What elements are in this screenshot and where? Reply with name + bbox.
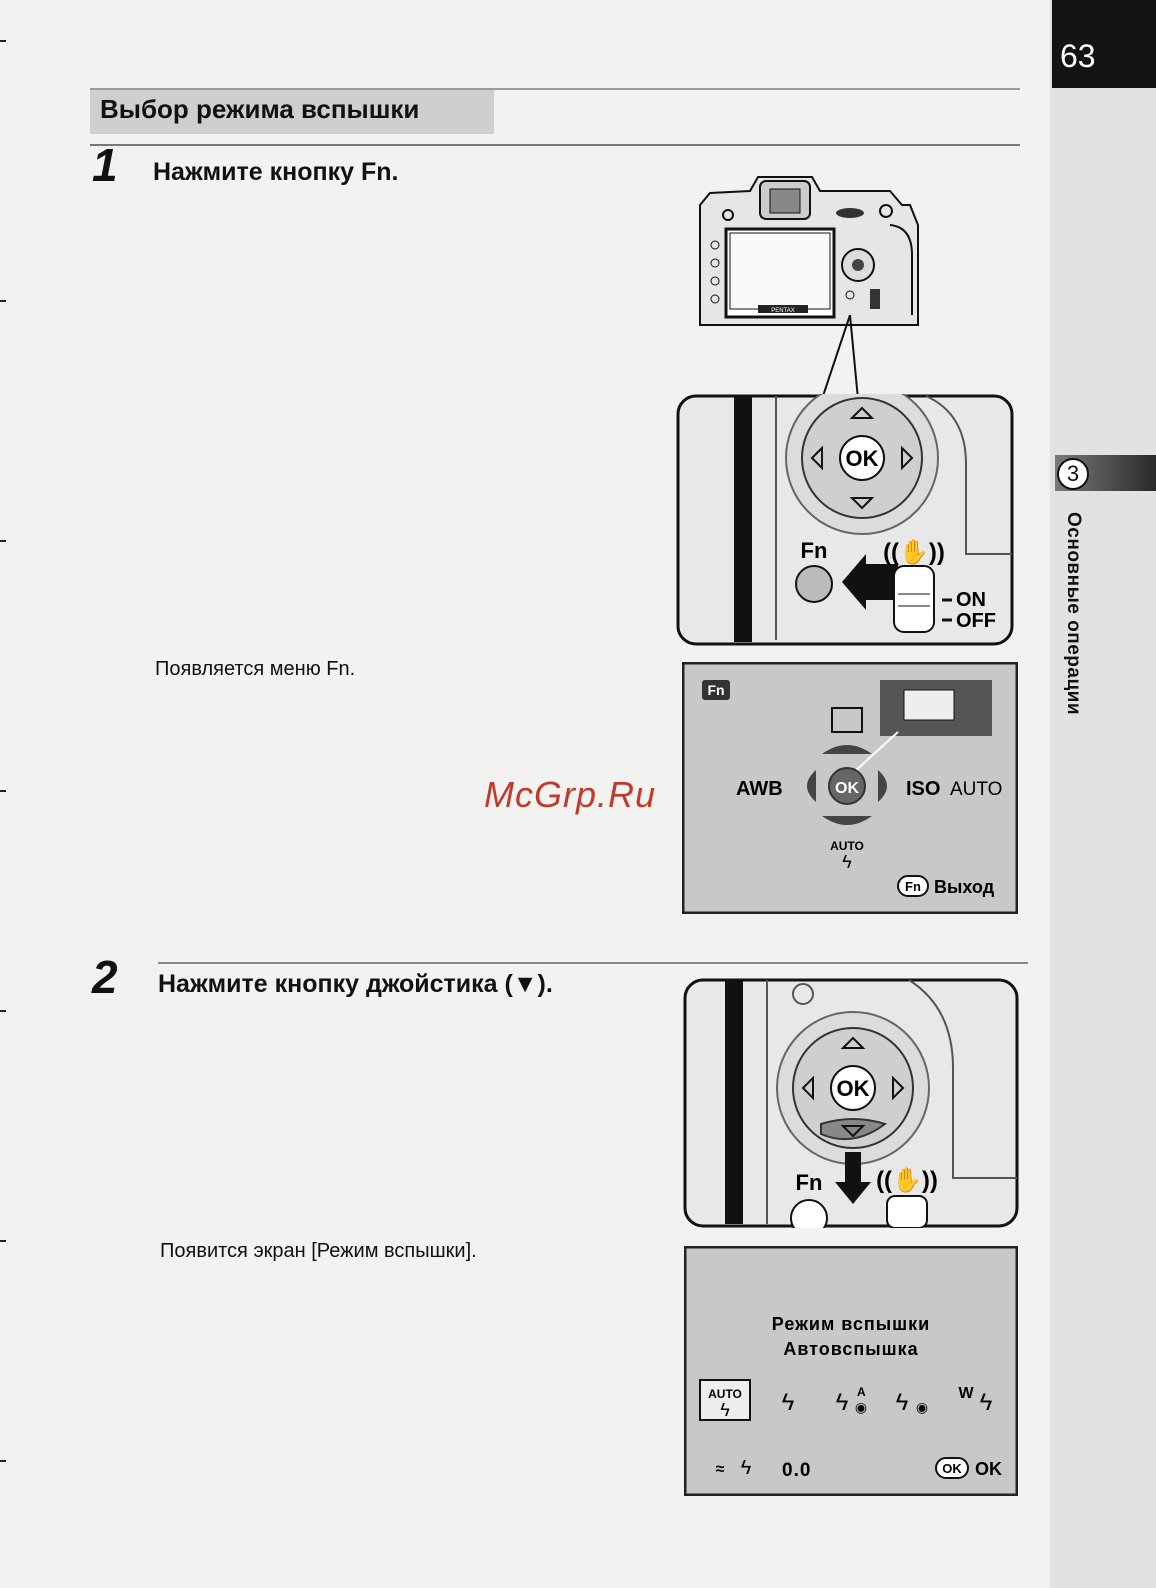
chapter-number: 3 (1057, 458, 1089, 490)
shake-reduction-icon: ((✋)) (883, 538, 945, 566)
auto-redeye-flash-icon[interactable]: ϟ (836, 1389, 849, 1416)
wireless-flash-label: W (958, 1385, 974, 1402)
step-2-text: Нажмите кнопку джойстика (▼). (158, 970, 553, 999)
zoom-connector (820, 315, 870, 400)
shake-reduction-icon: ((✋)) (876, 1166, 938, 1194)
flash-icon: ϟ (842, 852, 852, 872)
auto-flash-label: AUTO (708, 1387, 742, 1401)
watermark: McGrp.Ru (484, 774, 656, 816)
section-title: Выбор режима вспышки (100, 94, 419, 125)
binding-tick (0, 40, 6, 42)
fn-button (791, 1200, 827, 1228)
camera-back-illustration: PENTAX (690, 165, 925, 337)
fn-button-label: Fn (801, 538, 828, 563)
ok-key-label: OK (835, 780, 859, 797)
step-2-number: 2 (92, 950, 118, 1004)
step-1-note: Появляется меню Fn. (155, 658, 355, 681)
exit-key-label: Fn (905, 879, 921, 894)
dial-icon: ≈ (716, 1461, 725, 1478)
auto-flash-icon[interactable]: ϟ (720, 1400, 730, 1420)
exit-label: Выход (934, 877, 995, 897)
auto-redeye-flash-label: A (857, 1385, 866, 1399)
flash-on-icon[interactable]: ϟ (782, 1389, 795, 1416)
camera-brand-label: PENTAX (771, 308, 795, 314)
binding-tick (0, 1460, 6, 1462)
wireless-flash-icon[interactable]: ϟ (980, 1389, 993, 1416)
step-2-note: Появится экран [Режим вспышки]. (160, 1240, 477, 1263)
flash-mode-name: Автовспышка (783, 1339, 918, 1359)
ok-confirm-label: OK (975, 1459, 1002, 1479)
custom-image-icon (904, 690, 954, 720)
step-1-number: 1 (92, 138, 118, 192)
page-number: 63 (1060, 38, 1096, 75)
iso-label: ISO (906, 778, 940, 800)
ok-key-label: OK (942, 1461, 962, 1476)
binding-tick (0, 1240, 6, 1242)
header-rule-bottom (90, 144, 1020, 146)
binding-tick (0, 300, 6, 302)
fn-menu-screen: Fn OK AWB ISO AUTO AUTO ϟ Fn Выход (682, 662, 1018, 914)
redeye-eye-icon: ◉ (916, 1399, 928, 1415)
fn-button-label: Fn (796, 1170, 823, 1195)
flash-compensation-value: 0.0 (782, 1460, 811, 1481)
switch-off-label: OFF (956, 610, 996, 632)
switch-on-label: ON (956, 589, 986, 611)
ok-button-label: OK (837, 1076, 870, 1101)
ok-button-label: OK (846, 446, 879, 471)
flash-auto-label: AUTO (830, 839, 864, 853)
flash-screen-title: Режим вспышки (772, 1314, 930, 1334)
flash-compensation-icon: ϟ (741, 1457, 752, 1479)
binding-tick (0, 540, 6, 542)
chapter-tab-strip (1050, 0, 1156, 1588)
fn-badge: Fn (707, 682, 724, 698)
fn-button (796, 566, 832, 602)
binding-tick (0, 1010, 6, 1012)
redeye-flash-icon[interactable]: ϟ (896, 1389, 909, 1416)
flash-mode-screen: Режим вспышки Автовспышка AUTO ϟ ϟ ϟ A ◉… (684, 1246, 1018, 1496)
binding-tick (0, 790, 6, 792)
button-closeup-1: OK Fn ((✋)) ON OFF (676, 394, 1014, 646)
step-2-rule (158, 962, 1028, 964)
button-closeup-2: OK Fn ((✋)) (683, 978, 1019, 1228)
step-1-text: Нажмите кнопку Fn. (153, 158, 398, 187)
chapter-title: Основные операции (1062, 512, 1084, 715)
awb-label: AWB (736, 778, 783, 800)
redeye-eye-icon: ◉ (855, 1399, 867, 1415)
iso-value: AUTO (950, 779, 1002, 800)
